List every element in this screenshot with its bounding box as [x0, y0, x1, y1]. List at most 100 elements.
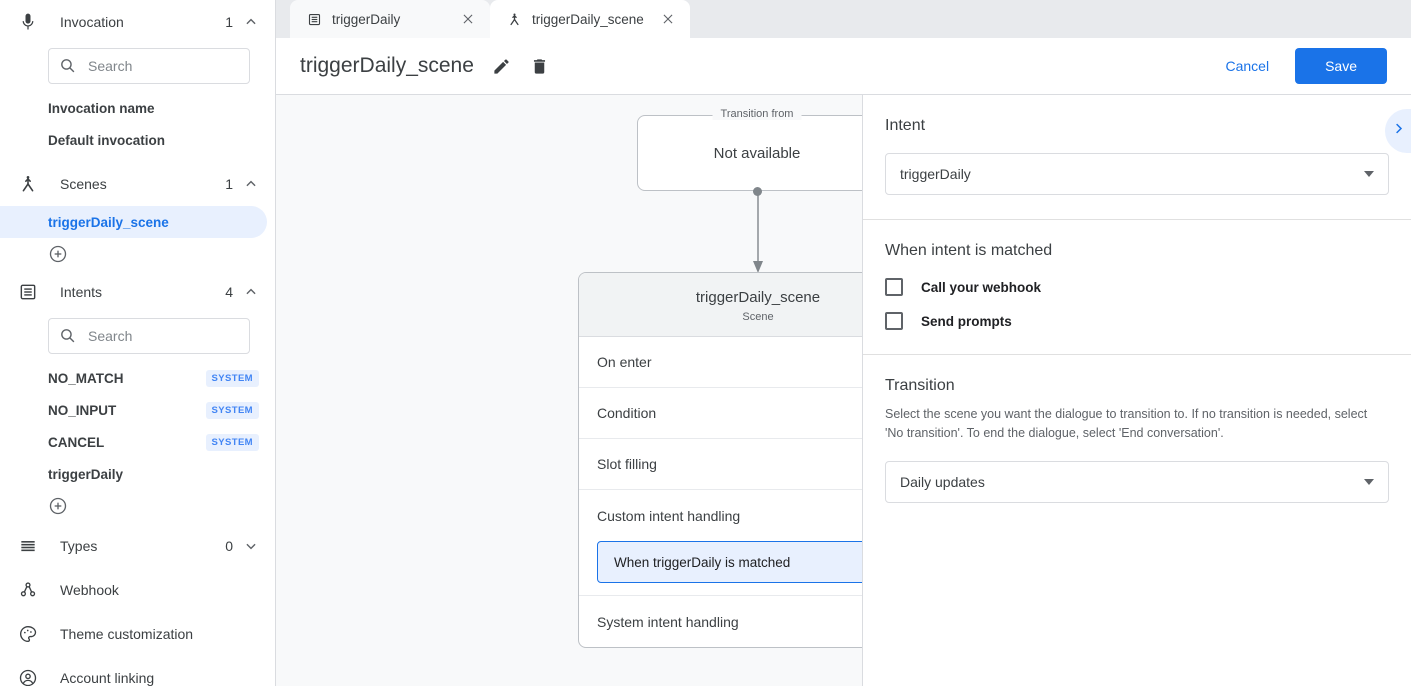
- tab-triggerdaily-scene[interactable]: triggerDaily_scene: [490, 0, 690, 38]
- palette-icon: [16, 622, 40, 646]
- transition-description: Select the scene you want the dialogue t…: [885, 407, 1368, 440]
- scene-card-title: triggerDaily_scene: [695, 289, 821, 306]
- sidebar-group-intents[interactable]: Intents 4: [0, 270, 275, 314]
- tab-triggerdaily[interactable]: triggerDaily: [290, 0, 490, 38]
- sidebar-item-default-invocation[interactable]: Default invocation: [0, 124, 275, 156]
- scene-row-condition[interactable]: Condition +: [579, 388, 862, 439]
- sidebar-item-label: NO_INPUT: [48, 402, 117, 418]
- sidebar-group-types[interactable]: Types 0: [0, 524, 275, 568]
- sidebar-item-label: Webhook: [60, 582, 119, 598]
- sidebar-group-count: 1: [225, 14, 233, 30]
- checkbox-icon[interactable]: [885, 312, 903, 330]
- sidebar-item-account-linking[interactable]: Account linking: [0, 656, 275, 686]
- intents-search-box[interactable]: [48, 318, 250, 354]
- transition-from-text: Not available: [713, 144, 801, 162]
- chevron-down-icon: [1364, 171, 1374, 177]
- sidebar-group-invocation[interactable]: Invocation 1: [0, 0, 275, 44]
- scene-row-custom-intent-handling[interactable]: Custom intent handling +: [579, 490, 862, 541]
- sidebar-item-triggerdaily-scene[interactable]: triggerDaily_scene: [0, 206, 267, 238]
- close-icon[interactable]: [660, 11, 676, 27]
- close-icon[interactable]: [460, 11, 476, 27]
- chevron-down-icon: [1364, 478, 1374, 485]
- scene-row-label: Slot filling: [597, 456, 657, 472]
- intents-search-input[interactable]: [86, 327, 239, 345]
- transition-heading: Transition: [885, 377, 955, 394]
- chevron-up-icon[interactable]: [243, 284, 259, 300]
- transition-select[interactable]: Daily updates: [885, 460, 1389, 503]
- checkbox-label: Send prompts: [921, 313, 1012, 329]
- scene-card-subtitle: Scene: [742, 311, 774, 323]
- when-intent-matched-section: When intent is matched Call your webhook…: [863, 220, 1411, 355]
- trash-icon[interactable]: [530, 56, 550, 76]
- scene-fork-icon: [506, 11, 522, 27]
- properties-panel: Intent triggerDaily When intent is match…: [862, 95, 1411, 686]
- call-your-webhook-checkbox-row[interactable]: Call your webhook: [885, 278, 1389, 296]
- invocation-search-input[interactable]: [86, 57, 239, 75]
- sidebar-group-label: Invocation: [60, 14, 124, 30]
- sidebar-group-scenes[interactable]: Scenes 1: [0, 162, 275, 206]
- tab-strip: triggerDaily triggerDaily_scene: [276, 0, 1411, 38]
- intents-list-icon: [16, 280, 40, 304]
- chevron-up-icon[interactable]: [243, 14, 259, 30]
- panel-collapse-button[interactable]: [1385, 109, 1411, 153]
- content-area: triggerDaily triggerDaily_scene triggerD…: [276, 0, 1411, 686]
- intent-handler-chip[interactable]: When triggerDaily is matched: [597, 541, 862, 583]
- scene-row-label: Custom intent handling: [597, 507, 741, 524]
- transition-select-value: Daily updates: [900, 473, 985, 490]
- chevron-up-icon[interactable]: [243, 176, 259, 192]
- add-intent-button[interactable]: [0, 490, 275, 522]
- intent-select[interactable]: triggerDaily: [885, 153, 1389, 195]
- sidebar-item-label: Theme customization: [60, 626, 194, 642]
- sidebar-item-label: Default invocation: [48, 132, 166, 148]
- scene-card[interactable]: Transition to triggerDaily_scene Scene O…: [578, 272, 862, 648]
- transition-from-node[interactable]: Transition from Not available: [637, 108, 862, 191]
- sidebar-group-label: Intents: [60, 284, 103, 300]
- scene-row-system-intent-handling[interactable]: System intent handling +: [579, 596, 862, 647]
- checkbox-icon[interactable]: [885, 278, 903, 296]
- sidebar-item-label: triggerDaily_scene: [48, 214, 169, 230]
- add-circle-icon: [48, 244, 68, 264]
- node-legend: Transition from: [712, 108, 802, 120]
- editor-body: Transition from Not available Transition…: [276, 95, 1411, 686]
- sidebar-item-triggerdaily[interactable]: triggerDaily: [0, 458, 275, 490]
- pencil-icon[interactable]: [492, 56, 512, 76]
- intent-select-value: triggerDaily: [900, 166, 971, 182]
- chevron-right-icon: [1391, 121, 1406, 141]
- intent-heading: Intent: [885, 117, 926, 134]
- sidebar-group-label: Scenes: [60, 176, 107, 192]
- checkbox-label: Call your webhook: [921, 279, 1042, 295]
- sidebar-item-label: Account linking: [60, 670, 155, 686]
- sidebar-item-label: NO_MATCH: [48, 370, 124, 386]
- status-badge: SYSTEM: [205, 401, 259, 419]
- status-badge: SYSTEM: [205, 433, 259, 451]
- add-scene-button[interactable]: [0, 238, 275, 270]
- intents-list-icon: [306, 11, 322, 27]
- tab-label: triggerDaily_scene: [532, 11, 644, 27]
- cancel-button[interactable]: Cancel: [1211, 49, 1283, 83]
- sidebar-group-count: 0: [225, 538, 233, 554]
- scene-row-label: On enter: [597, 354, 652, 370]
- scene-row-on-enter[interactable]: On enter +: [579, 337, 862, 388]
- sidebar-item-label: triggerDaily: [48, 466, 124, 482]
- scene-row-slot-filling[interactable]: Slot filling +: [579, 439, 862, 490]
- sidebar-group-count: 4: [225, 284, 233, 300]
- sidebar-item-no-match[interactable]: NO_MATCH SYSTEM: [0, 362, 275, 394]
- sidebar-item-theme-customization[interactable]: Theme customization: [0, 612, 275, 656]
- page-title: triggerDaily_scene: [300, 54, 474, 77]
- sidebar-item-invocation-name[interactable]: Invocation name: [0, 92, 275, 124]
- invocation-search-box[interactable]: [48, 48, 250, 84]
- scene-graph-canvas[interactable]: Transition from Not available Transition…: [276, 95, 862, 686]
- send-prompts-checkbox-row[interactable]: Send prompts: [885, 312, 1389, 330]
- scene-row-label: System intent handling: [597, 613, 739, 630]
- page-header: triggerDaily_scene Cancel Save: [276, 38, 1411, 95]
- status-badge: SYSTEM: [205, 369, 259, 387]
- sidebar-item-no-input[interactable]: NO_INPUT SYSTEM: [0, 394, 275, 426]
- chevron-down-icon[interactable]: [243, 538, 259, 554]
- sidebar-group-label: Types: [60, 538, 98, 554]
- account-circle-icon: [16, 666, 40, 686]
- sidebar-item-webhook[interactable]: Webhook: [0, 568, 275, 612]
- save-button[interactable]: Save: [1295, 48, 1387, 84]
- webhook-nodes-icon: [16, 578, 40, 602]
- sidebar-item-cancel[interactable]: CANCEL SYSTEM: [0, 426, 275, 458]
